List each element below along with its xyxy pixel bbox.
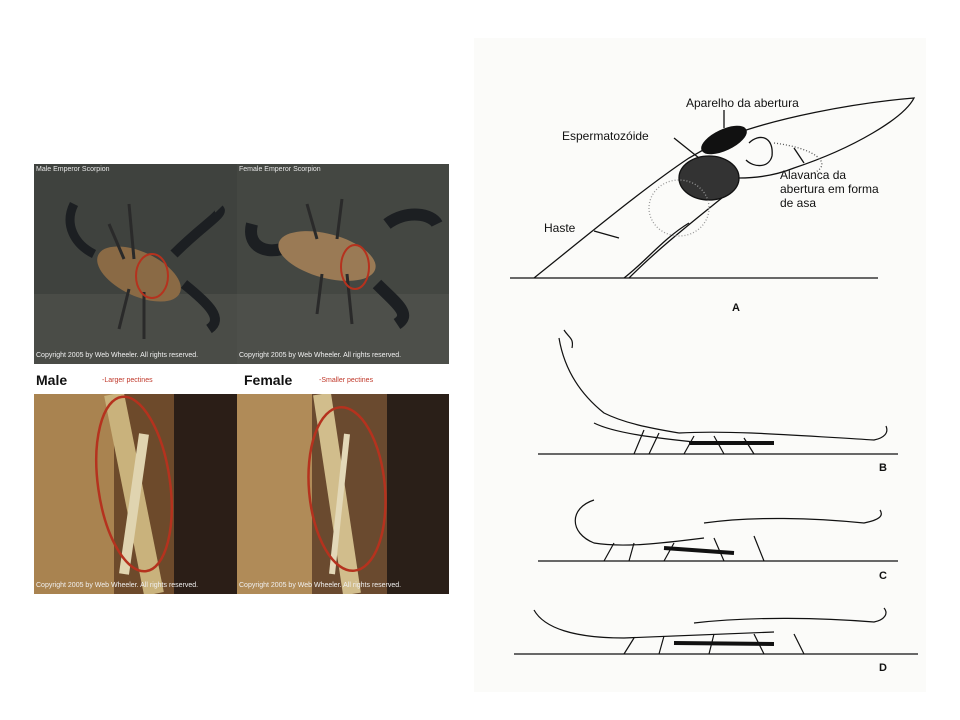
female-closeup-circle bbox=[307, 405, 387, 573]
female-pectines-closeup: Copyright 2005 by Web Wheeler. All right… bbox=[237, 394, 449, 594]
male-pectines-circle bbox=[135, 253, 169, 299]
panel-letter-b: B bbox=[879, 462, 887, 474]
female-closeup-illustration bbox=[237, 394, 449, 594]
female-pectines-circle bbox=[340, 244, 370, 290]
female-scorpion-photo: Female Emperor Scorpion Copyright 2005 b… bbox=[237, 164, 449, 364]
female-scorpion-illustration bbox=[237, 164, 449, 364]
label-alavanca-line2: abertura em forma bbox=[780, 182, 879, 196]
female-closeup-copyright: Copyright 2005 by Web Wheeler. All right… bbox=[239, 582, 402, 589]
label-alavanca: Alavanca da abertura em forma de asa bbox=[780, 168, 879, 210]
label-haste: Haste bbox=[544, 221, 576, 235]
male-photo-copyright: Copyright 2005 by Web Wheeler. All right… bbox=[36, 352, 199, 359]
label-aparelho: Aparelho da abertura bbox=[686, 96, 799, 110]
label-strip: Male -Larger pectines Female -Smaller pe… bbox=[34, 364, 449, 394]
male-photo-caption: Male Emperor Scorpion bbox=[36, 166, 110, 173]
mating-stage-d-figure bbox=[514, 607, 918, 655]
label-alavanca-line1: Alavanca da bbox=[780, 168, 847, 182]
female-note: -Smaller pectines bbox=[319, 377, 374, 384]
mating-stage-b-figure bbox=[538, 329, 898, 455]
female-photo-copyright: Copyright 2005 by Web Wheeler. All right… bbox=[239, 352, 402, 359]
mating-stage-c-figure bbox=[538, 499, 898, 562]
male-pectines-closeup: Copyright 2005 by Web Wheeler. All right… bbox=[34, 394, 237, 594]
panel-letter-d: D bbox=[879, 662, 887, 674]
female-photo-caption: Female Emperor Scorpion bbox=[239, 166, 321, 173]
panel-letter-a: A bbox=[732, 302, 740, 314]
male-closeup-copyright: Copyright 2005 by Web Wheeler. All right… bbox=[36, 582, 199, 589]
male-note: -Larger pectines bbox=[102, 377, 153, 384]
male-closeup-illustration bbox=[34, 394, 237, 594]
label-alavanca-line3: de asa bbox=[780, 196, 817, 210]
male-scorpion-photo: Male Emperor Scorpion Copyright 2005 by … bbox=[34, 164, 237, 364]
diagram-drawing bbox=[510, 97, 918, 655]
panel-letter-c: C bbox=[879, 570, 887, 582]
male-scorpion-illustration bbox=[34, 164, 237, 364]
male-closeup-circle bbox=[95, 395, 173, 573]
spermatophore-figure bbox=[510, 97, 916, 279]
female-label: Female bbox=[244, 372, 293, 388]
male-label: Male bbox=[36, 372, 68, 388]
spermatophore-diagram: Aparelho da abertura Espermatozóide Alav… bbox=[474, 38, 926, 692]
label-espermatozoide: Espermatozóide bbox=[562, 129, 649, 143]
